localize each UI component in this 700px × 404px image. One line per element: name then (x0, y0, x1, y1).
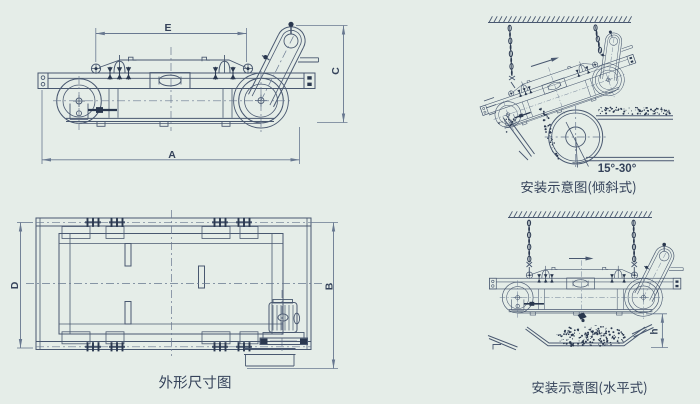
svg-text:h: h (650, 328, 661, 334)
svg-text:D: D (9, 281, 21, 289)
svg-text:15°-30°: 15°-30° (598, 163, 637, 175)
svg-text:B: B (324, 282, 336, 290)
svg-text:C: C (330, 67, 342, 75)
svg-text:E: E (164, 22, 171, 34)
svg-text:A: A (168, 149, 176, 161)
